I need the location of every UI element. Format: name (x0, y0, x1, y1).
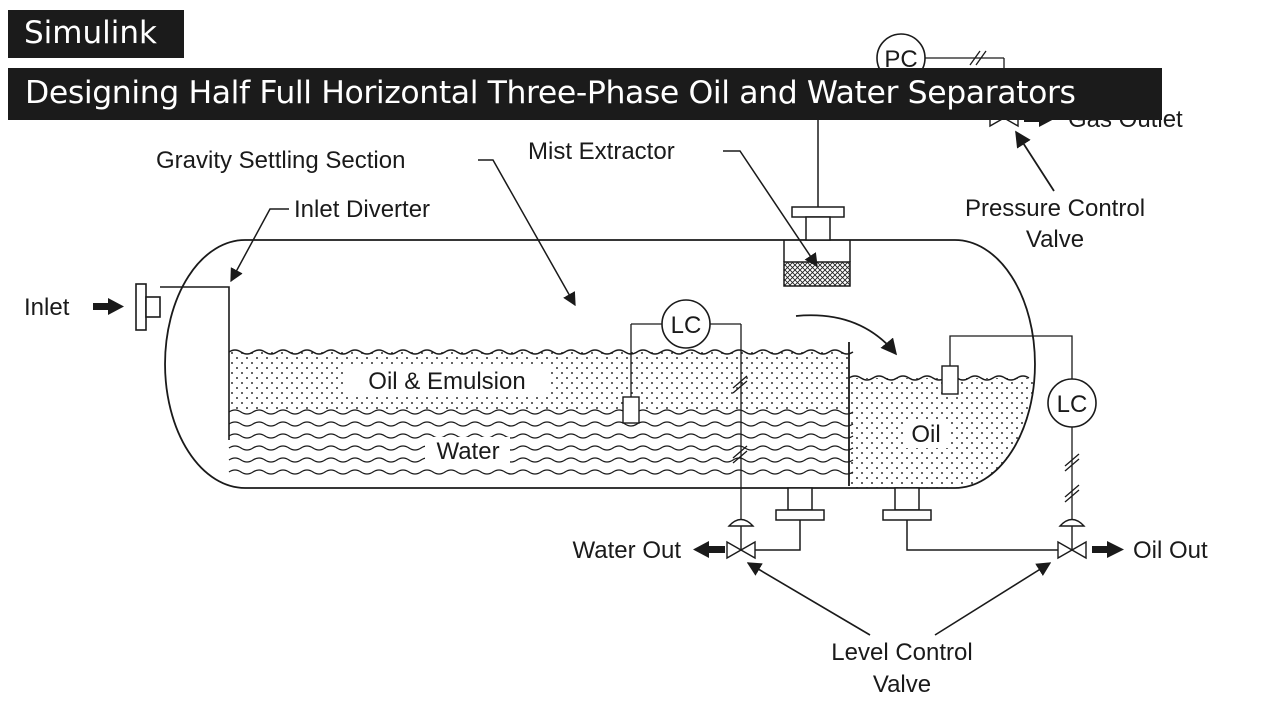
water-outlet-nozzle (775, 487, 825, 521)
oil-label-bg (904, 420, 948, 448)
oil-level-float (941, 365, 959, 395)
video-title-banner: Designing Half Full Horizontal Three-Pha… (8, 68, 1162, 120)
water-waves (228, 409, 854, 475)
gravity-settling-label: Gravity Settling Section (156, 147, 405, 174)
water-out-label: Water Out (573, 537, 682, 564)
oil-layer (849, 378, 1035, 488)
pc-signal-hash (969, 50, 987, 66)
inlet-label: Inlet (24, 294, 70, 321)
mist-extractor-label: Mist Extractor (528, 138, 675, 165)
oil-surface (848, 375, 1030, 381)
water-label-bg (425, 437, 510, 465)
water-level-float (622, 396, 640, 424)
inlet-diverter-label: Inlet Diverter (294, 196, 430, 223)
water-level-control-valve-icon (726, 518, 756, 560)
app-name-banner: Simulink (8, 10, 184, 58)
oil-out-arrow-icon (1092, 541, 1124, 558)
oil-label: Oil (911, 421, 940, 448)
separator-vessel (164, 239, 1036, 489)
oil-emulsion-surface (228, 349, 854, 355)
inlet-nozzle (135, 283, 161, 331)
level-control-valve-leader-right (934, 562, 1052, 636)
video-title: Designing Half Full Horizontal Three-Pha… (25, 75, 1076, 111)
oil-emulsion-label-bg (345, 366, 550, 396)
gas-outlet-nozzle (791, 206, 845, 241)
water-label: Water (436, 438, 499, 465)
water-outlet-pipe (755, 520, 801, 551)
oil-outlet-nozzle (882, 487, 932, 521)
gas-outlet-line (817, 117, 990, 207)
oil-lc-label: LC (1057, 391, 1088, 418)
app-name: Simulink (24, 15, 157, 51)
oil-emulsion-label: Oil & Emulsion (368, 368, 525, 395)
pressure-control-valve-label-line1: Pressure Control (965, 195, 1145, 222)
weir-flow-arrow (795, 314, 898, 356)
pressure-control-valve-arrow (1015, 130, 1055, 192)
oil-out-label: Oil Out (1133, 537, 1208, 564)
pressure-control-valve-label-line2: Valve (1026, 226, 1084, 253)
level-control-valve-leader-left (746, 562, 871, 636)
level-control-valve-label-line1: Level Control (831, 639, 972, 666)
inlet-diverter-leader (230, 208, 289, 283)
inlet-diverter-plate (160, 286, 230, 440)
inlet-arrow-icon (93, 298, 124, 315)
gravity-settling-leader (478, 159, 576, 307)
water-out-arrow-icon (693, 541, 725, 558)
level-control-valve-label-line2: Valve (873, 671, 931, 698)
oil-level-control-valve-icon (1057, 518, 1087, 560)
mist-extractor-leader (723, 150, 818, 268)
water-lc-label: LC (671, 312, 702, 339)
oil-outlet-pipe (906, 520, 1058, 551)
